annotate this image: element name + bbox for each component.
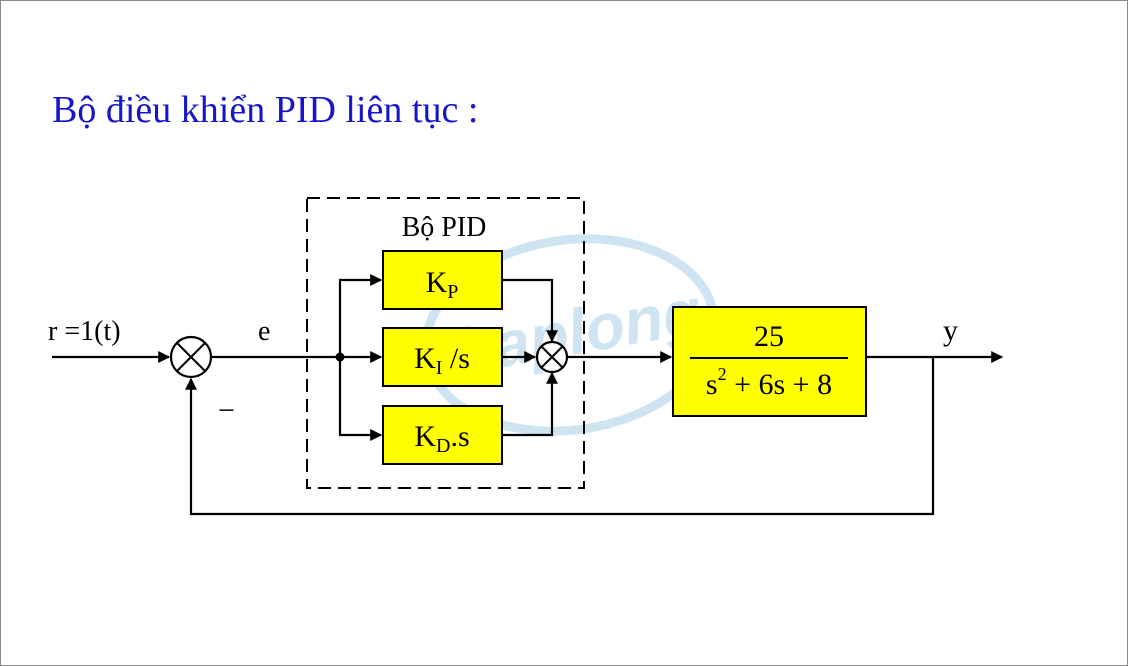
ki-sub: I: [436, 357, 443, 379]
slide-title: Bộ điều khiển PID liên tục :: [52, 89, 479, 131]
output-label: y: [943, 314, 958, 347]
svg-text:KI /s: KI /s: [414, 342, 470, 379]
pid-group-border: [306, 197, 585, 489]
ki-suffix: /s: [442, 342, 470, 375]
svg-text:s2 + 6s + 8: s2 + 6s + 8: [706, 364, 832, 401]
svg-text:KP: KP: [426, 266, 459, 303]
plant-den-base: s: [706, 368, 718, 401]
kp-block: KP: [382, 250, 503, 310]
feedback-sign: −: [218, 394, 235, 427]
pid-group-label: Bộ PID: [402, 212, 487, 243]
kd-to-sum: [502, 371, 558, 437]
summing-junction-pid: [535, 340, 569, 374]
error-label: e: [258, 316, 270, 347]
kd-sub: D: [436, 435, 450, 457]
plant-numerator: 25: [754, 320, 784, 353]
feedback-path: [185, 357, 935, 516]
ki-main: K: [414, 342, 436, 375]
kp-sub: P: [447, 281, 458, 303]
branch-to-kd: [338, 357, 383, 441]
kd-suffix: .s: [450, 420, 469, 453]
kd-block: KD.s: [382, 405, 503, 465]
svg-text:KD.s: KD.s: [414, 420, 469, 457]
plant-block: 25 s2 + 6s + 8: [672, 306, 867, 417]
summing-junction-error: [169, 335, 213, 379]
plant-den-exp: 2: [718, 364, 727, 384]
kp-to-sum: [502, 278, 558, 343]
input-label: r =1(t): [48, 316, 121, 347]
kp-main: K: [426, 266, 448, 299]
plant-den-rest: + 6s + 8: [727, 368, 833, 401]
branch-to-kp: [338, 274, 383, 357]
kd-main: K: [414, 420, 436, 453]
ki-block: KI /s: [382, 327, 503, 387]
